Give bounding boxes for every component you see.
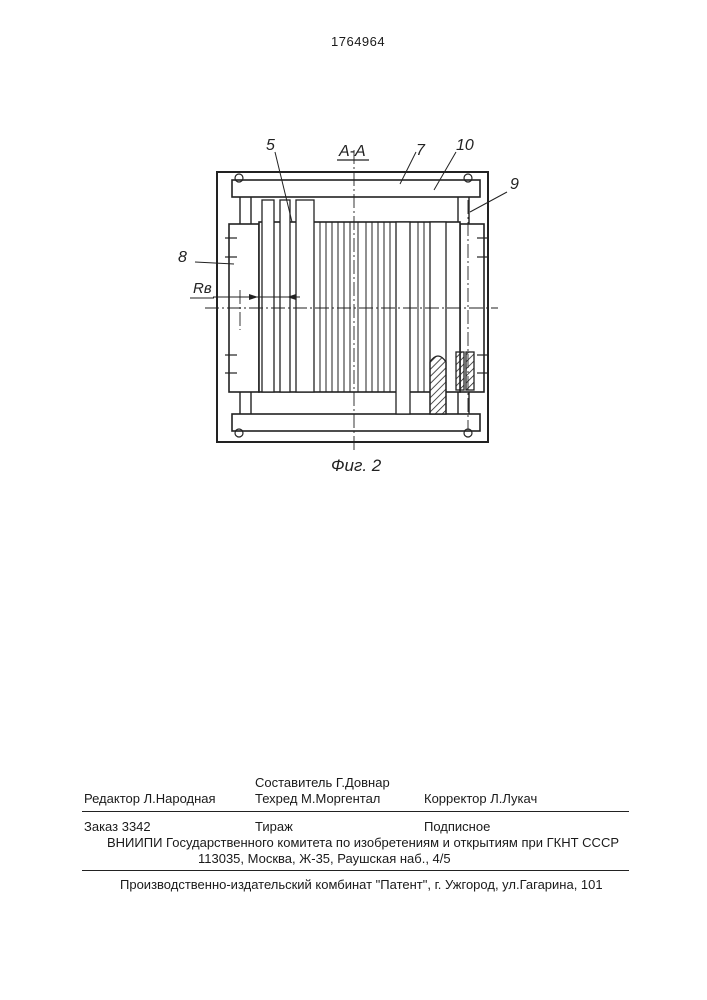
figure-caption: Фиг. 2 (331, 456, 382, 475)
hatched-insert (466, 352, 474, 390)
techeditor-line: Техред М.Моргентал (255, 791, 380, 806)
bolt (235, 174, 243, 182)
callout-7: 7 (416, 142, 426, 159)
subscription-line: Подписное (424, 819, 490, 834)
compiler-line: Составитель Г.Довнар (255, 775, 390, 790)
callout-5: 5 (266, 137, 275, 154)
callout-9: 9 (510, 176, 519, 193)
top-rail (232, 180, 480, 197)
callout-10: 10 (456, 137, 474, 154)
callout-8: 8 (178, 249, 187, 266)
bottom-rail (232, 414, 480, 431)
technical-drawing: 5 A-A 7 10 9 8 Rв Фиг. 2 (0, 0, 707, 520)
proofreader-line: Корректор Л.Лукач (424, 791, 537, 806)
imprint-divider (82, 811, 629, 812)
bolt (464, 174, 472, 182)
order-line: Заказ 3342 (84, 819, 151, 834)
publisher-divider (82, 870, 629, 871)
hatched-section (430, 356, 446, 414)
address-line: 113035, Москва, Ж-35, Раушская наб., 4/5 (198, 851, 451, 866)
dimension-label: Rв (193, 280, 212, 297)
vniipi-line: ВНИИПИ Государственного комитета по изоб… (107, 835, 619, 850)
hatched-insert (456, 352, 464, 390)
section-label: A-A (338, 143, 366, 160)
circulation-line: Тираж (255, 819, 293, 834)
publisher-line: Производственно-издательский комбинат "П… (120, 877, 603, 892)
editor-line: Редактор Л.Народная (84, 791, 216, 806)
